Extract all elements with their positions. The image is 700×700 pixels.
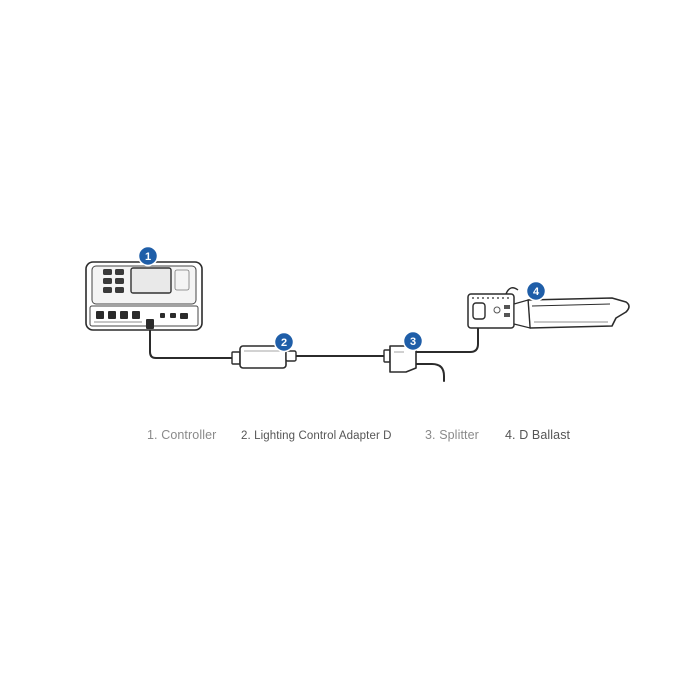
caption-splitter: 3. Splitter [425, 428, 479, 442]
badge-4: 4 [525, 280, 547, 302]
ballast-housing [527, 297, 630, 329]
badge-4-number: 4 [533, 286, 540, 298]
badge-3-number: 3 [410, 336, 416, 348]
splitter-to-ballast-cable [415, 327, 479, 353]
controller-device [85, 261, 203, 331]
badge-2-number: 2 [281, 337, 287, 349]
ballast-device [467, 287, 630, 329]
lighting-control-adapter-device [231, 345, 297, 369]
cables [149, 327, 479, 382]
caption-controller: 1. Controller [147, 428, 217, 442]
controller-ports [96, 311, 188, 329]
controller-keypad [103, 269, 124, 293]
ballast-mounting-plate [467, 293, 515, 329]
badge-2: 2 [273, 331, 295, 353]
splitter-output-cable [415, 363, 445, 382]
controller-to-adapter-cable [149, 329, 233, 359]
controller-front-strip [89, 305, 199, 327]
badge-3: 3 [402, 330, 424, 352]
controller-screen [130, 267, 172, 294]
caption-lighting-control-adapter: 2. Lighting Control Adapter D [241, 430, 392, 442]
badge-1-number: 1 [145, 251, 151, 263]
badge-1: 1 [137, 245, 159, 267]
caption-ballast: 4. D Ballast [505, 428, 571, 442]
